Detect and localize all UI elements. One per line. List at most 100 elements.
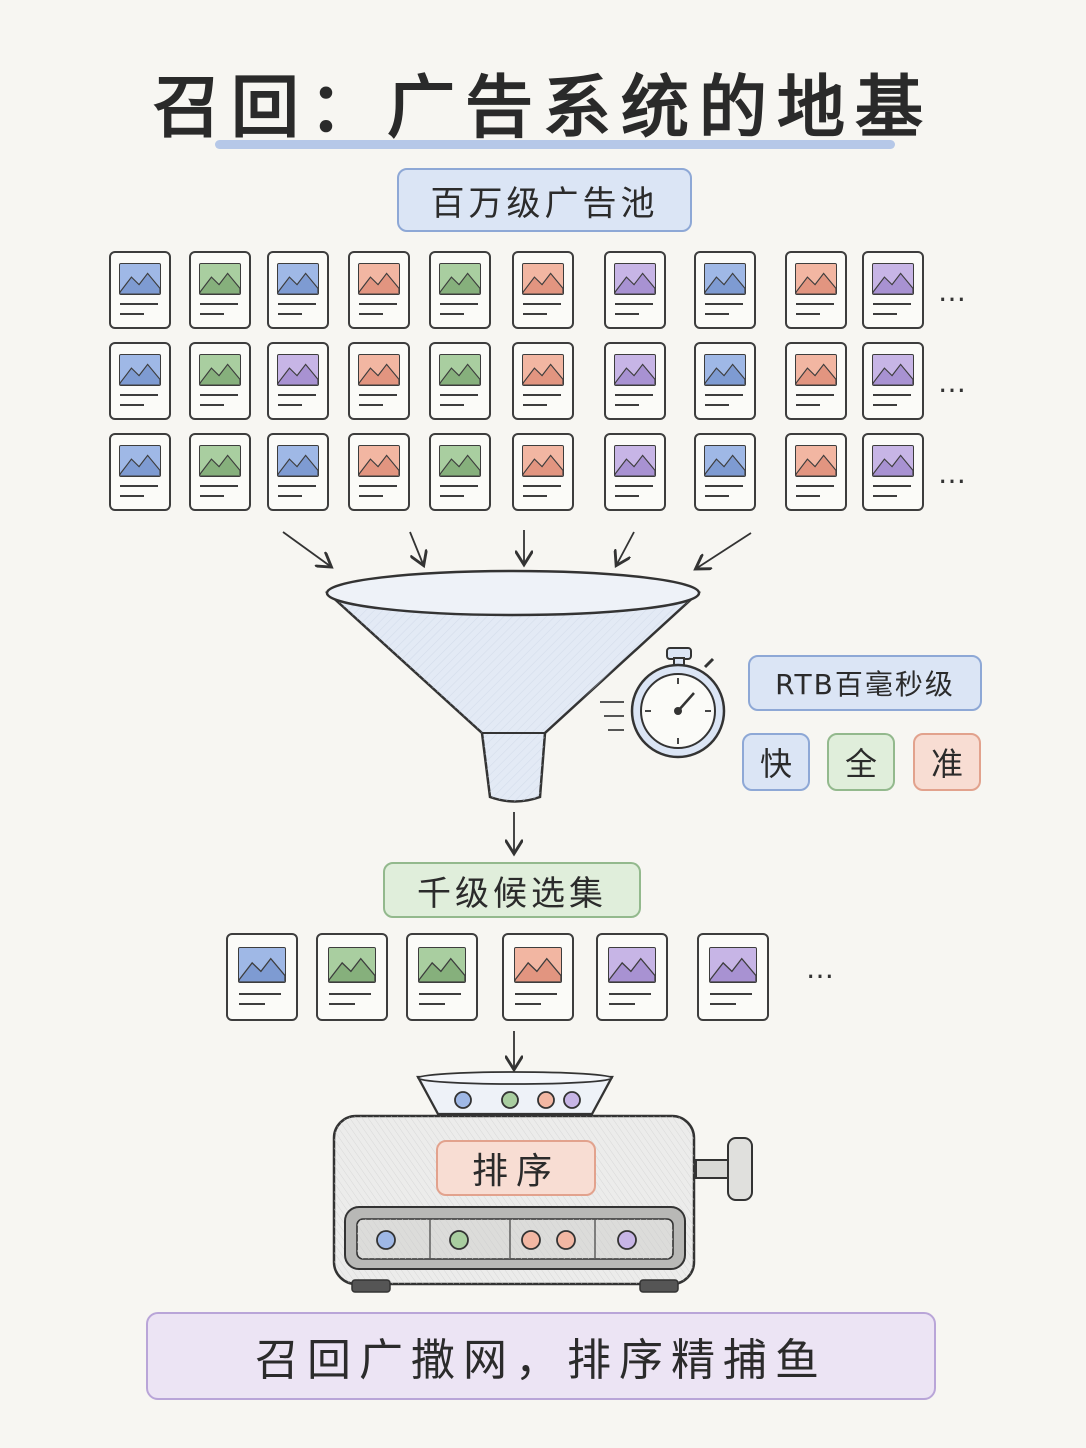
ad-card [109,342,171,420]
ad-card [604,342,666,420]
ad-card [226,933,298,1021]
arrow-down-icon [282,530,752,568]
title-underline [215,140,895,149]
more-ellipsis: … [938,457,968,490]
ball-red [521,1230,541,1250]
image-icon [704,263,746,295]
image-icon [614,263,656,295]
image-icon [614,354,656,386]
image-icon [199,445,241,477]
ad-card [785,433,847,511]
image-icon [522,263,564,295]
image-icon [522,445,564,477]
image-icon [872,445,914,477]
image-icon [704,354,746,386]
ball-red [537,1091,555,1109]
image-icon [709,947,757,983]
image-icon [795,263,837,295]
image-icon [418,947,466,983]
ball-blue [454,1091,472,1109]
image-icon [119,263,161,295]
tag-accurate: 准 [913,733,981,791]
ad-card [694,342,756,420]
ad-card [109,251,171,329]
image-icon [119,445,161,477]
ad-card [785,251,847,329]
image-icon [872,354,914,386]
ball-purple [617,1230,637,1250]
ad-card [694,433,756,511]
ball-blue [376,1230,396,1250]
image-icon [277,263,319,295]
image-icon [795,354,837,386]
ball-green [501,1091,519,1109]
tag-full: 全 [827,733,895,791]
footer-caption: 召回广撒网，排序精捕鱼 [146,1312,936,1400]
ad-card [697,933,769,1021]
ad-card [267,251,329,329]
image-icon [704,445,746,477]
ad-card [348,433,410,511]
ball-red [556,1230,576,1250]
ad-card [512,251,574,329]
ad-card [267,433,329,511]
ad-card [512,433,574,511]
more-ellipsis: … [806,952,836,985]
ad-card [189,342,251,420]
image-icon [328,947,376,983]
image-icon [608,947,656,983]
ad-card [862,251,924,329]
funnel-icon [324,569,702,803]
ad-card [429,251,491,329]
ad-card [316,933,388,1021]
ball-green [449,1230,469,1250]
page-title: 召回：广告系统的地基 [152,69,933,148]
image-icon [358,445,400,477]
ad-card [348,342,410,420]
image-icon [277,445,319,477]
image-icon [277,354,319,386]
image-icon [522,354,564,386]
more-ellipsis: … [938,275,968,308]
image-icon [872,263,914,295]
ad-card [502,933,574,1021]
ad-card [267,342,329,420]
ranking-machine-icon [332,1071,753,1293]
ad-card [429,342,491,420]
candidate-set-label: 千级候选集 [383,862,641,918]
ad-card [348,251,410,329]
ad-card [596,933,668,1021]
ad-card [109,433,171,511]
stopwatch-icon [600,647,726,759]
image-icon [199,354,241,386]
ad-card [406,933,478,1021]
image-icon [439,263,481,295]
ad-card [604,433,666,511]
ad-card [512,342,574,420]
image-icon [439,354,481,386]
ad-card [785,342,847,420]
rtb-latency-label: RTB百毫秒级 [748,655,982,711]
hopper-balls [454,1091,581,1109]
ad-card [862,433,924,511]
image-icon [358,263,400,295]
tag-fast: 快 [742,733,810,791]
ranking-label: 排序 [436,1140,596,1196]
image-icon [119,354,161,386]
ad-pool-label: 百万级广告池 [397,168,692,232]
ad-card [694,251,756,329]
image-icon [199,263,241,295]
image-icon [439,445,481,477]
ad-card [189,251,251,329]
ad-card [604,251,666,329]
belt-balls [376,1230,637,1250]
ad-card [429,433,491,511]
image-icon [358,354,400,386]
more-ellipsis: … [938,366,968,399]
image-icon [614,445,656,477]
ad-card [189,433,251,511]
image-icon [795,445,837,477]
ad-card [862,342,924,420]
image-icon [238,947,286,983]
